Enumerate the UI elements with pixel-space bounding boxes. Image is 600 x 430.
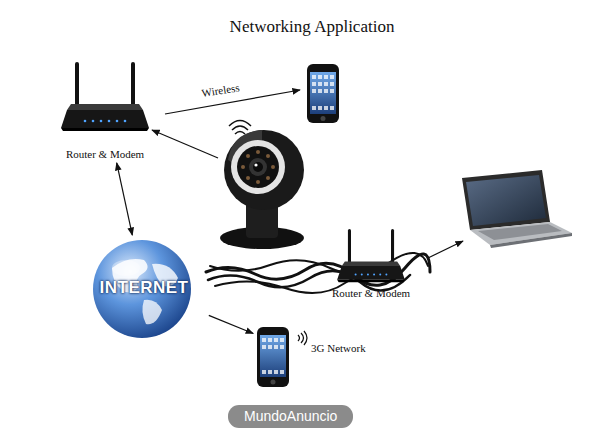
router-icon [55, 58, 155, 136]
smartphone [256, 326, 290, 388]
router-icon [318, 226, 424, 286]
edge-label: Wireless [201, 81, 240, 99]
signal-waves [296, 330, 308, 346]
scribble [206, 253, 430, 293]
mobile-device: 3G Network [256, 326, 366, 388]
network-label: 3G Network [311, 342, 366, 354]
camera-arrow [152, 130, 218, 158]
phone-text: 3G Network [311, 326, 366, 354]
edge-label-wrap: Wireless [200, 77, 240, 101]
connector-arrow [117, 163, 133, 235]
router-node: Router & Modem [314, 226, 428, 299]
title-wrap: Networking Application [0, 17, 600, 37]
laptop-arrow [428, 241, 463, 258]
smartphone [307, 64, 339, 123]
connector-arrow [209, 315, 253, 333]
internet-globe: INTERNET [82, 238, 206, 340]
device-label: Router & Modem [314, 287, 428, 299]
watermark: MundoAnuncio [228, 405, 353, 428]
router-node: Router & Modem [51, 58, 159, 160]
laptop [462, 170, 572, 248]
watermark-wrap: MundoAnuncio [228, 405, 353, 428]
globe-label: INTERNET [82, 278, 206, 298]
ip-camera [220, 121, 304, 250]
device-label: Router & Modem [51, 148, 159, 160]
diagram-title: Networking Application [230, 17, 395, 36]
